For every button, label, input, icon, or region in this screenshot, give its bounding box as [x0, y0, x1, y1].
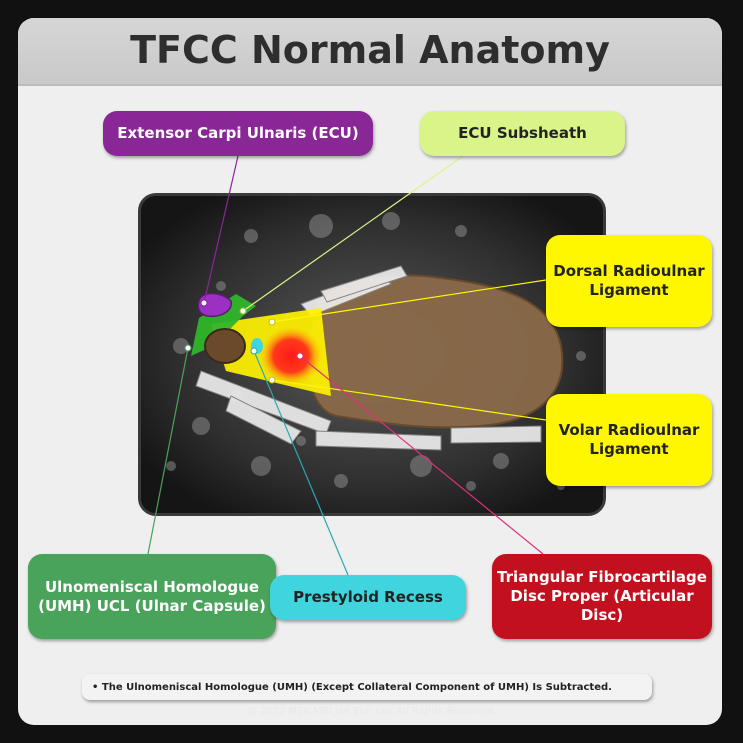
tfc-disc: [259, 326, 323, 386]
pointer-prestyloid-dot: [250, 347, 258, 355]
volar-ligament-bands: [195, 370, 542, 451]
mri-anatomy-drawing: [141, 196, 603, 513]
label-dorsal-radioulnar-ligament: Dorsal Radioulnar Ligament: [546, 235, 712, 327]
label-ecu-subsheath: ECU Subsheath: [420, 111, 625, 156]
label-ecu: Extensor Carpi Ulnaris (ECU): [103, 111, 373, 156]
dorsal-ligament-bands: [300, 265, 408, 317]
pointer-volar: [271, 379, 547, 421]
infographic-card: TFCC Normal Anatomy: [18, 18, 722, 725]
ulna-head: [204, 328, 246, 364]
title-band: TFCC Normal Anatomy: [18, 18, 722, 86]
pointer-volar-dot: [268, 376, 276, 384]
pointer-subsheath-dot: [239, 307, 247, 315]
label-tfc-disc: Triangular Fibrocartilage Disc Proper (A…: [492, 554, 712, 639]
pointer-subsheath: [242, 155, 464, 312]
footnote: • The Ulnomeniscal Homologue (UMH) (Exce…: [82, 674, 652, 700]
pointer-tfc: [299, 355, 544, 555]
soft-tissue-texture: [166, 212, 586, 491]
pointer-tfc-dot: [296, 352, 304, 360]
label-umh: Ulnomeniscal Homologue (UMH) UCL (Ulnar …: [28, 554, 276, 639]
pointer-dorsal-dot: [268, 318, 276, 326]
pointer-prestyloid: [253, 350, 349, 576]
label-prestyloid-recess: Prestyloid Recess: [270, 575, 466, 620]
pointer-ecu: [203, 155, 239, 304]
pointer-dorsal: [271, 279, 547, 323]
pointer-umh: [147, 347, 189, 555]
page-title: TFCC Normal Anatomy: [130, 28, 610, 72]
pointer-umh-dot: [184, 344, 192, 352]
copyright: @ 2022 MSK MRI Jee Eun Lee All Rights Re…: [246, 706, 497, 717]
ecu-tendon: [197, 292, 232, 318]
mri-image: [138, 193, 606, 516]
pointer-lines: [147, 155, 547, 576]
label-volar-radioulnar-ligament: Volar Radioulnar Ligament: [546, 394, 712, 486]
pointer-ecu-dot: [200, 299, 208, 307]
